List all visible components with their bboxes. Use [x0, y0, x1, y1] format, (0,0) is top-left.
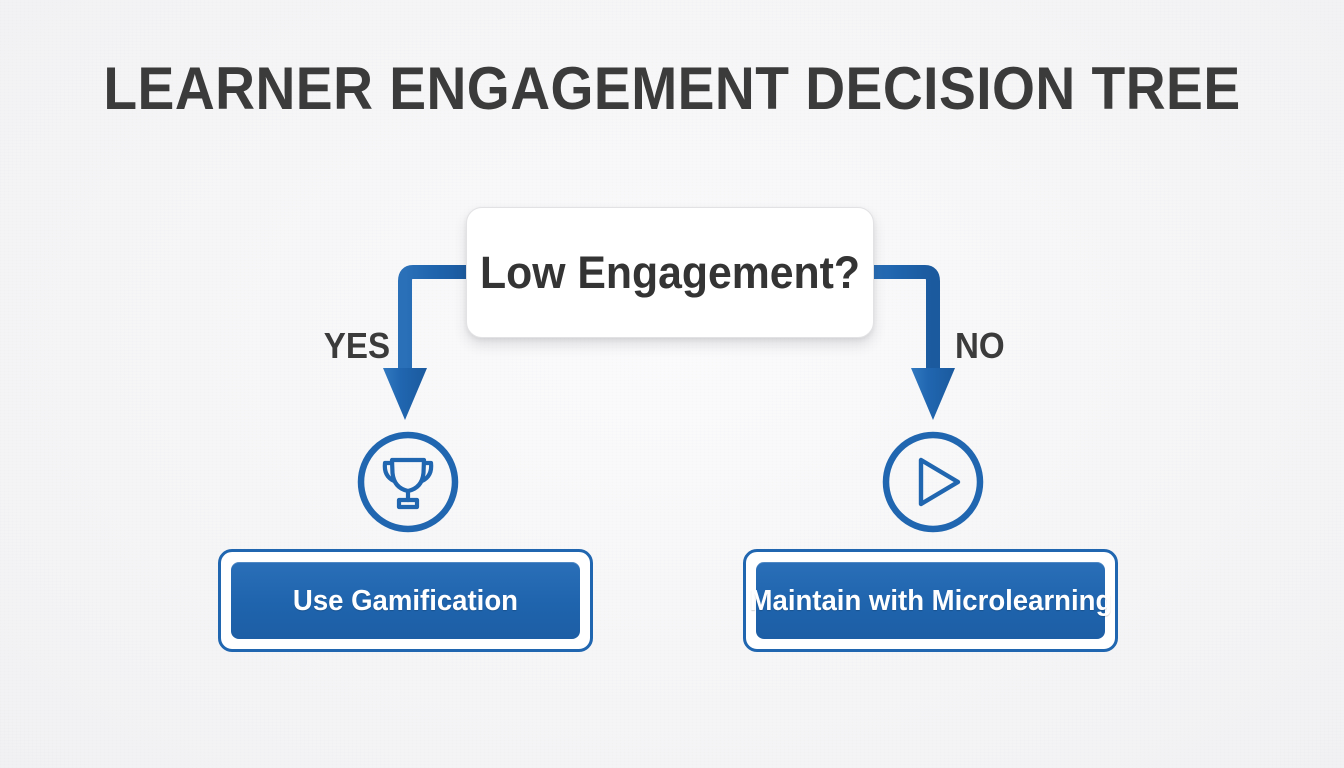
page-title: LEARNER ENGAGEMENT DECISION TREE — [103, 55, 1241, 122]
branch-label-no: NO — [955, 325, 1005, 366]
outcome-no[interactable]: Maintain with Microlearning — [743, 549, 1118, 652]
decision-node-label: Low Engagement? — [479, 246, 860, 298]
trophy-icon — [357, 431, 459, 533]
connector-no — [868, 265, 955, 420]
outcome-yes[interactable]: Use Gamification — [218, 549, 593, 652]
outcome-no-label: Maintain with Microlearning — [749, 584, 1112, 617]
play-icon — [882, 431, 984, 533]
outcome-yes-button[interactable]: Use Gamification — [231, 562, 580, 639]
decision-node[interactable]: Low Engagement? — [466, 207, 874, 338]
outcome-no-button[interactable]: Maintain with Microlearning — [749, 562, 1112, 639]
connector-yes — [383, 265, 470, 420]
outcome-yes-label: Use Gamification — [292, 584, 519, 617]
branch-label-yes: YES — [323, 325, 391, 366]
